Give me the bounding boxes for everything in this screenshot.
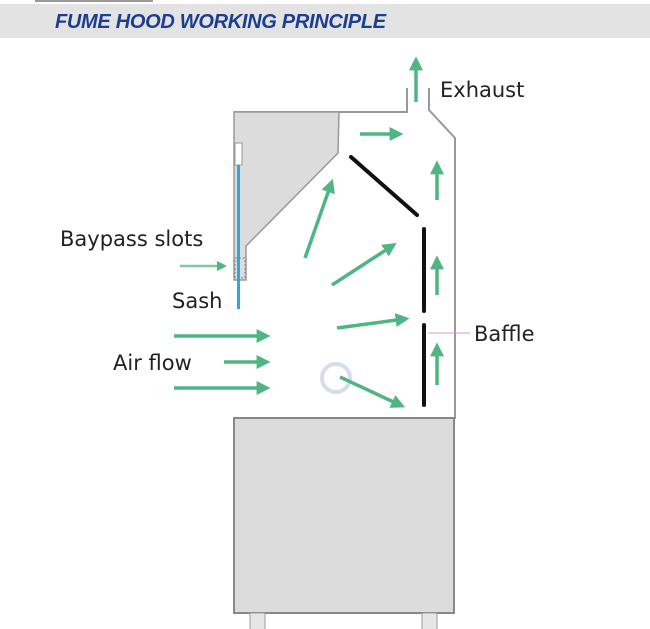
- arrow-diag-2: [331, 242, 397, 287]
- upper-panel: [233, 111, 340, 281]
- label-air-flow: Air flow: [113, 351, 192, 375]
- cabinet-leg-left: [249, 612, 266, 629]
- label-bypass-slots: Baypass slots: [60, 227, 203, 251]
- baffle-top: [349, 155, 419, 217]
- label-sash: Sash: [172, 289, 222, 313]
- baffles: [349, 155, 426, 407]
- cabinet-leg-right: [421, 612, 438, 629]
- page-title: FUME HOOD WORKING PRINCIPLE: [55, 11, 386, 33]
- arrow-diag-4: [339, 375, 406, 408]
- arrow-diag-1: [303, 178, 335, 259]
- bypass-slots: [234, 257, 246, 279]
- airflow-arrows: [174, 56, 444, 408]
- top-divider: [35, 0, 153, 2]
- watermark-logo: [320, 362, 352, 394]
- label-baffle: Baffle: [474, 322, 535, 346]
- title-bar: FUME HOOD WORKING PRINCIPLE: [0, 4, 650, 38]
- arrow-diag-3: [336, 313, 410, 330]
- label-exhaust: Exhaust: [440, 78, 524, 102]
- base-cabinet: [233, 417, 455, 614]
- sash-frame: [234, 142, 243, 166]
